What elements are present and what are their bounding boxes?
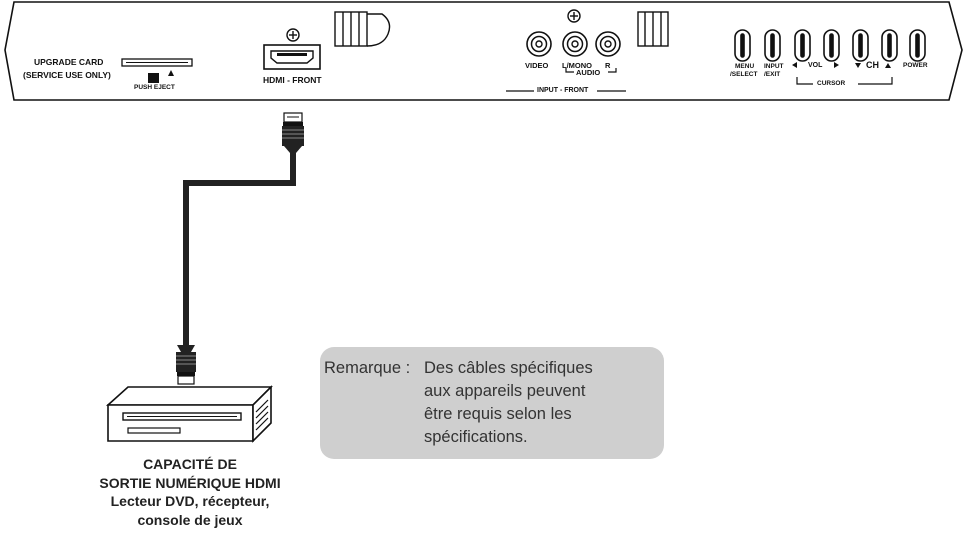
hdmi-front-port xyxy=(263,28,321,70)
hdmi-plug-top xyxy=(282,112,304,153)
note-line-3: être requis selon les xyxy=(424,405,572,423)
input-front-label: INPUT - FRONT xyxy=(537,87,589,94)
push-eject-label: PUSH EJECT xyxy=(134,84,175,91)
dvd-player-icon xyxy=(105,385,273,443)
exit-label: /EXIT xyxy=(764,71,781,78)
input-label: INPUT xyxy=(764,63,784,70)
note-prefix: Remarque : xyxy=(324,359,411,377)
note-box xyxy=(320,347,664,459)
video-label: VIDEO xyxy=(525,61,549,70)
device-caption-line-2: SORTIE NUMÉRIQUE HDMI xyxy=(99,474,281,491)
l-mono-label: L/MONO xyxy=(562,61,592,70)
upgrade-card-slot xyxy=(121,58,193,83)
panel-bracket-left xyxy=(334,11,391,47)
hdmi-plug-bottom xyxy=(176,345,196,385)
menu-label: MENU xyxy=(735,63,755,70)
service-use-label: (SERVICE USE ONLY) xyxy=(23,70,111,80)
select-label: /SELECT xyxy=(730,71,758,78)
device-caption: CAPACITÉ DE SORTIE NUMÉRIQUE HDMI Lecteu… xyxy=(40,455,340,529)
hdmi-cable xyxy=(183,152,296,345)
upgrade-card-label: UPGRADE CARD xyxy=(34,57,104,67)
audio-right-jack xyxy=(595,31,621,57)
audio-label: AUDIO xyxy=(576,68,601,77)
device-caption-line-4: console de jeux xyxy=(137,511,243,528)
tv-front-panel xyxy=(4,1,963,101)
ch-label: CH xyxy=(866,60,879,70)
cursor-label: CURSOR xyxy=(817,80,846,87)
audio-left-jack xyxy=(562,31,588,57)
input-front-bracket xyxy=(506,68,626,92)
device-caption-line-3: Lecteur DVD, récepteur, xyxy=(110,493,270,509)
front-buttons xyxy=(734,29,926,62)
r-label: R xyxy=(605,61,611,70)
note-line-4: spécifications. xyxy=(424,428,528,446)
button-arrows xyxy=(792,62,891,68)
note-line-1: Des câbles spécifiques xyxy=(424,359,593,377)
cursor-bracket xyxy=(796,77,893,85)
device-caption-line-1: CAPACITÉ DE xyxy=(143,456,237,472)
note-line-2: aux appareils peuvent xyxy=(424,382,586,400)
panel-bracket-right xyxy=(637,11,669,47)
vol-label: VOL xyxy=(808,62,823,69)
hdmi-front-label: HDMI - FRONT xyxy=(263,75,322,85)
video-jack xyxy=(526,31,552,57)
screw-icon xyxy=(567,9,581,23)
power-label: POWER xyxy=(903,62,928,69)
